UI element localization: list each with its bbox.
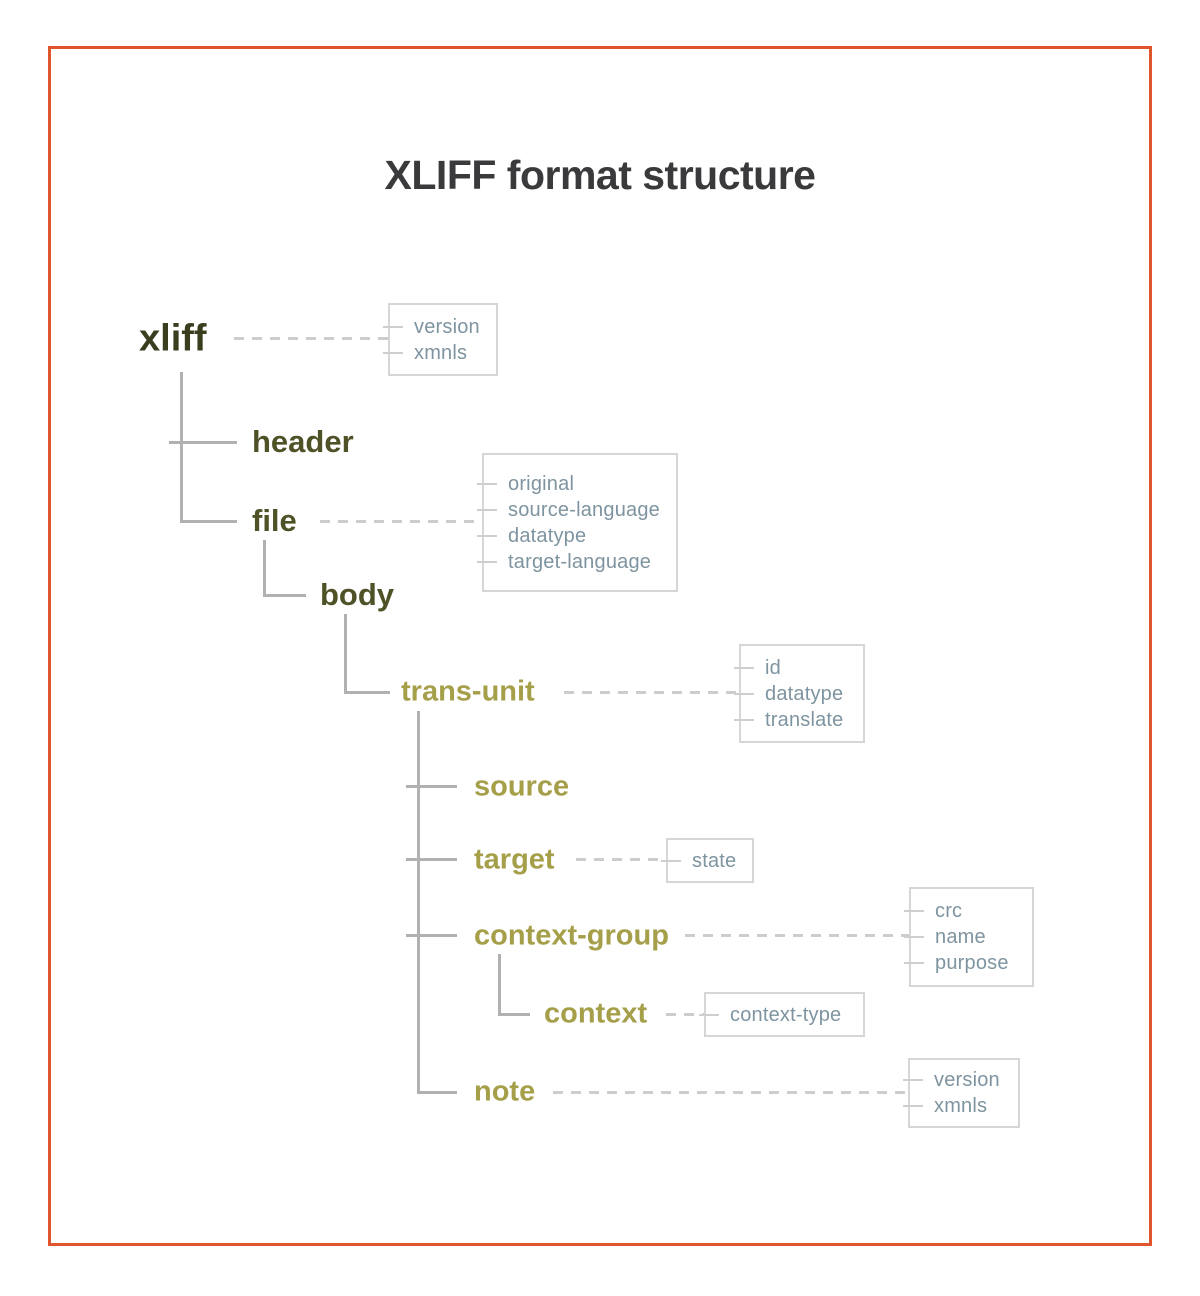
attr-row: source-language — [477, 497, 676, 523]
line-branch-header — [169, 441, 237, 444]
line-trans-unit-children — [417, 711, 420, 1094]
attr-box-file: original source-language datatype target… — [477, 453, 678, 592]
attr-row: version — [903, 1067, 1018, 1093]
connector-xliff-attrs — [234, 337, 388, 340]
diagram-title: XLIFF format structure — [384, 152, 816, 198]
attr-row: translate — [734, 707, 863, 733]
line-branch-context-group — [406, 934, 457, 937]
attr-row: version — [383, 314, 496, 340]
connector-context-attrs — [666, 1013, 704, 1016]
line-branch-context — [498, 1013, 530, 1016]
attr-row: purpose — [904, 950, 1032, 976]
node-label-note: note — [474, 1075, 536, 1108]
node-label-context-group: context-group — [474, 919, 669, 952]
node-label-xliff: xliff — [139, 317, 207, 360]
attr-box-target: state — [661, 838, 754, 883]
attr-row: crc — [904, 898, 1032, 924]
line-branch-source — [406, 785, 457, 788]
attr-row: name — [904, 924, 1032, 950]
attr-box-trans-unit: id datatype translate — [734, 644, 865, 743]
connector-note-attrs — [553, 1091, 908, 1094]
line-branch-target — [406, 858, 457, 861]
line-body-children — [344, 614, 347, 694]
frame-border — [48, 46, 1152, 1246]
attr-box-xliff: version xmnls — [383, 303, 498, 376]
connector-target-attrs — [576, 858, 666, 861]
line-branch-body — [263, 594, 306, 597]
attr-row: xmnls — [383, 340, 496, 366]
node-label-source: source — [474, 770, 570, 803]
node-label-context: context — [544, 997, 648, 1030]
attr-box-context-group: crc name purpose — [904, 887, 1034, 987]
connector-trans-unit-attrs — [564, 691, 739, 694]
line-branch-trans-unit — [344, 691, 390, 694]
node-label-trans-unit: trans-unit — [401, 675, 535, 708]
node-label-file: file — [252, 503, 297, 538]
connector-file-attrs — [320, 520, 482, 523]
attr-box-note: version xmnls — [903, 1058, 1020, 1128]
attr-box-context: context-type — [699, 992, 865, 1037]
node-label-header: header — [252, 424, 354, 459]
attr-row: xmnls — [903, 1093, 1018, 1119]
attr-row: state — [661, 848, 752, 874]
node-label-body: body — [320, 577, 395, 612]
attr-row: context-type — [699, 1002, 863, 1028]
attr-row: target-language — [477, 549, 676, 575]
line-context-group-children — [498, 954, 501, 1016]
attr-row: original — [477, 471, 676, 497]
attr-row: datatype — [734, 681, 863, 707]
attr-row: datatype — [477, 523, 676, 549]
line-branch-note — [417, 1091, 457, 1094]
connector-context-group-attrs — [685, 934, 909, 937]
attr-row: id — [734, 655, 863, 681]
line-file-children — [263, 540, 266, 597]
line-branch-file — [180, 520, 237, 523]
line-xliff-children — [180, 372, 183, 523]
node-label-target: target — [474, 843, 555, 876]
